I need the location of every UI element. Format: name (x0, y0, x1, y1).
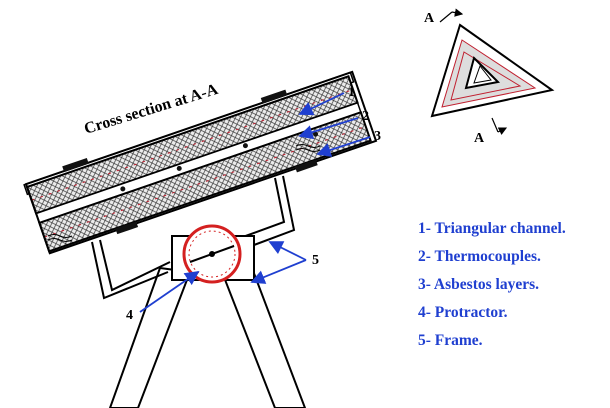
thermocouple-wires (47, 144, 321, 242)
cross-section-view (430, 8, 555, 135)
callout-2: 2 (362, 109, 369, 124)
frame-arms (91, 175, 296, 300)
legend-item-thermocouples: 2- Thermocouples. (418, 248, 541, 265)
legend-item-frame: 5- Frame. (418, 332, 483, 349)
legend-item-asbestos-layers: 3- Asbestos layers. (418, 276, 539, 293)
legend-item-triangular-channel: 1- Triangular channel. (418, 220, 566, 237)
legend: 1- Triangular channel. 2- Thermocouples.… (418, 218, 608, 358)
arrow-3 (316, 136, 371, 157)
section-mark-bottom: A (474, 131, 485, 146)
callout-arrows (139, 92, 371, 313)
callout-3: 3 (374, 129, 381, 144)
callout-4: 4 (126, 308, 133, 323)
arrow-2 (298, 117, 359, 140)
frame-legs (108, 266, 307, 408)
section-mark-top: A (424, 11, 435, 26)
triangular-channel (23, 70, 378, 255)
callout-1: 1 (348, 85, 355, 100)
arrow-5b (250, 259, 307, 284)
protractor (182, 224, 242, 284)
arrow-1 (298, 92, 345, 116)
arrow-5a (268, 241, 307, 261)
legend-item-protractor: 4- Protractor. (418, 304, 508, 321)
arrow-4 (139, 270, 200, 313)
callout-5: 5 (312, 253, 319, 268)
